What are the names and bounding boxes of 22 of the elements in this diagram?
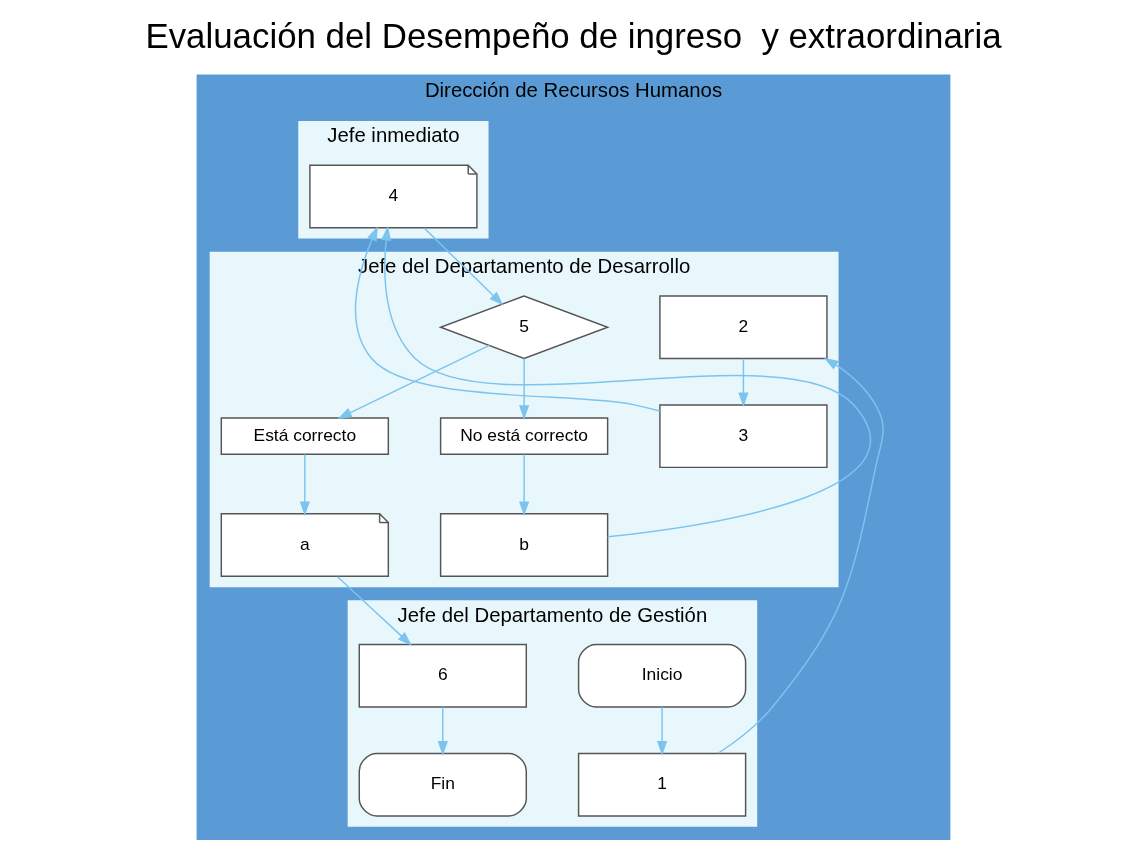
arrow [518,453,529,516]
arrow [423,227,504,306]
node-box: Está correcto [220,417,389,455]
arrow [737,358,748,408]
arrow [716,357,884,754]
arrow [354,226,660,412]
arrow [518,358,529,420]
node-diamond: 5 [438,295,610,360]
node-box: 3 [658,404,828,469]
node-box: Inicio [577,643,746,708]
arrow [656,706,667,756]
node-box: Fin [358,752,527,817]
diagram-title: Evaluación del Desempeño de ingreso y extraordinaria [144,15,1002,55]
arrow [299,453,310,516]
arrow [437,706,448,756]
node-box: No está correcto [439,417,608,455]
arrow [336,576,412,646]
node-box: 6 [358,643,527,708]
node-box: 1 [577,752,746,817]
node-box: b [439,513,608,577]
arrow [336,344,490,419]
node-box: 2 [658,295,828,360]
